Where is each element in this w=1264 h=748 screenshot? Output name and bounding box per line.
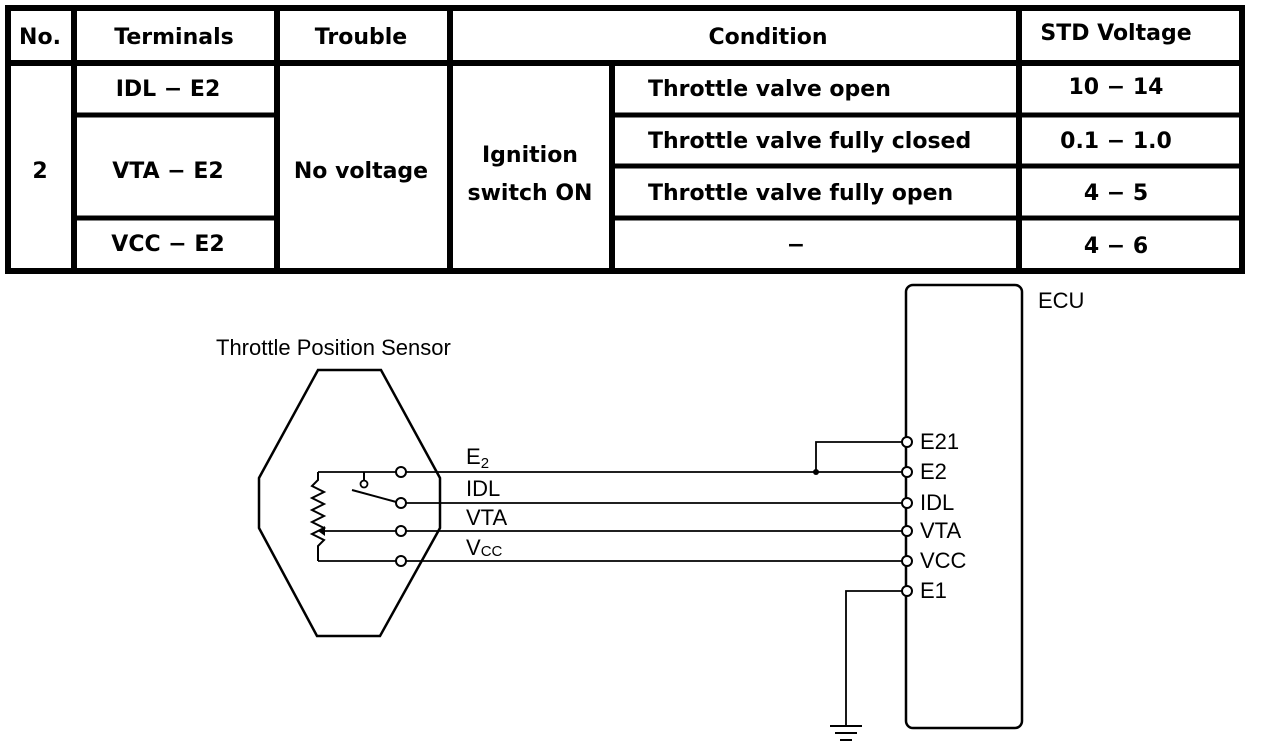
cell-voltage: 4 − 6 xyxy=(1084,234,1148,259)
ecu-pin-label: VTA xyxy=(920,518,961,543)
sensor-terminal-e2-icon xyxy=(395,466,407,478)
cell-ignition-line1: Ignition xyxy=(482,143,578,168)
ecu-pin-e2-icon xyxy=(901,466,913,478)
idl-contact-icon xyxy=(359,479,369,489)
sensor-terminal-vta-icon xyxy=(395,525,407,537)
wire-e1-ground xyxy=(845,590,902,726)
wire-label-vta: VTA xyxy=(466,505,507,530)
ecu-pin-label: E1 xyxy=(920,578,947,603)
ecu-pin-vta-icon xyxy=(901,525,913,537)
cell-trouble: No voltage xyxy=(294,159,428,184)
header-no: No. xyxy=(19,25,61,50)
jumper-e21-e2 xyxy=(815,441,902,472)
throttle-position-sensor-housing xyxy=(257,368,442,638)
header-trouble: Trouble xyxy=(315,25,407,50)
wire-label-vcc: VCC xyxy=(466,535,503,560)
ecu-pin-label: IDL xyxy=(920,490,954,515)
header-condition: Condition xyxy=(708,25,827,50)
cell-condition: Throttle valve fully closed xyxy=(648,129,971,154)
ecu-pin-label: E21 xyxy=(920,429,959,454)
cell-voltage: 0.1 − 1.0 xyxy=(1060,129,1172,154)
cell-voltage: 4 − 5 xyxy=(1084,181,1148,206)
header-std-voltage: STD Voltage xyxy=(1040,21,1191,46)
header-terminals: Terminals xyxy=(114,25,233,50)
cell-condition: − xyxy=(787,233,805,258)
sensor-terminal-vcc-icon xyxy=(395,555,407,567)
cell-no: 2 xyxy=(32,159,47,184)
ecu-pin-label: VCC xyxy=(920,548,967,573)
wiper-arrow-icon xyxy=(318,526,325,536)
cell-terminal: VTA − E2 xyxy=(112,159,223,184)
potentiometer-resistor xyxy=(309,472,327,561)
ecu-pin-label: E2 xyxy=(920,459,947,484)
sensor-terminal-idl-icon xyxy=(395,497,407,509)
wire-label-idl: IDL xyxy=(466,476,500,501)
cell-condition: Throttle valve open xyxy=(648,77,891,102)
cell-terminal: IDL − E2 xyxy=(116,77,221,102)
cell-terminal: VCC − E2 xyxy=(111,232,224,257)
ecu-pin-idl-icon xyxy=(901,497,913,509)
table-frame xyxy=(5,5,1245,274)
ecu-pin-e1-icon xyxy=(901,585,913,597)
sensor-label: Throttle Position Sensor xyxy=(216,335,451,360)
junction-dot-icon xyxy=(813,469,819,475)
idl-switch-blade xyxy=(351,489,401,504)
ecu-label: ECU xyxy=(1038,288,1084,313)
cell-ignition-line2: switch ON xyxy=(468,181,593,206)
ecu-pin-vcc-icon xyxy=(901,555,913,567)
terminal-voltage-table: No. Terminals Trouble Condition STD Volt… xyxy=(5,5,1245,274)
cell-condition: Throttle valve fully open xyxy=(648,181,953,206)
ecu-pin-e21-icon xyxy=(901,436,913,448)
cell-voltage: 10 − 14 xyxy=(1069,75,1164,100)
wire-label-e2: E2 xyxy=(466,444,489,472)
